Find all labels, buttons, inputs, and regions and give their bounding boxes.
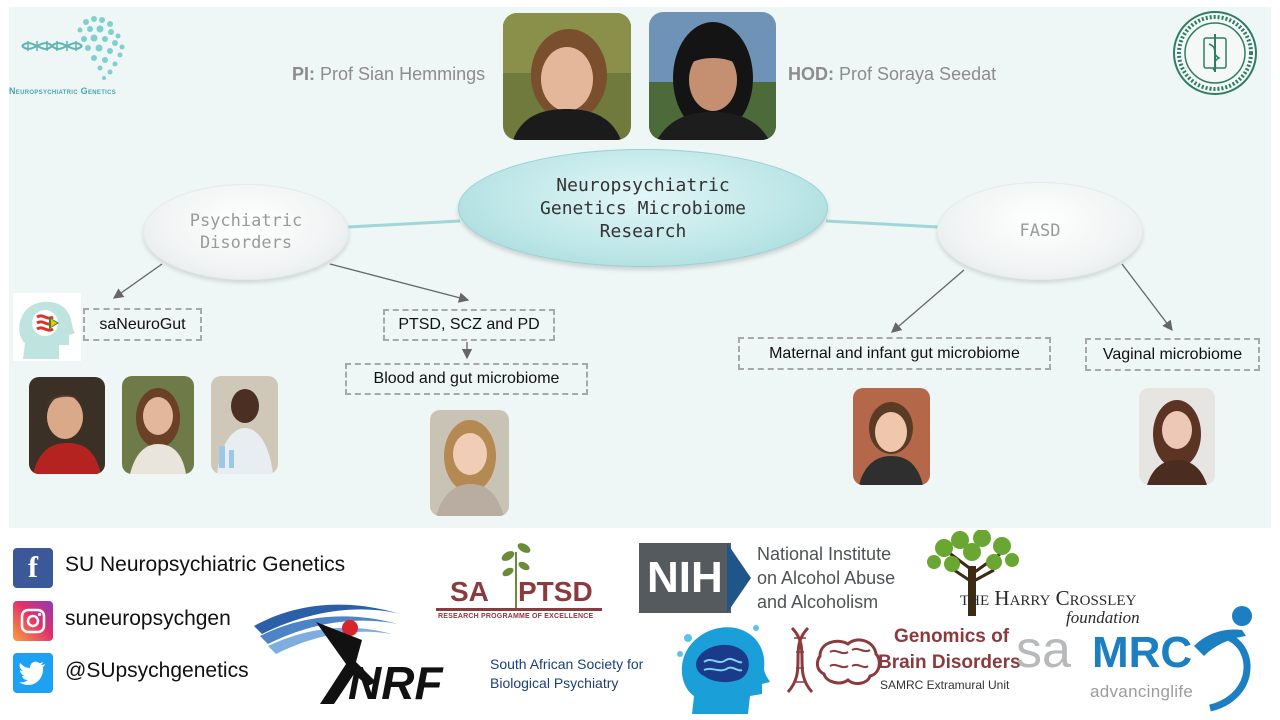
fasd-label: FASD xyxy=(1019,221,1061,241)
sasbp-brain-head-logo xyxy=(672,618,772,718)
gbd-line-3: SAMRC Extramural Unit xyxy=(880,678,1010,692)
sasbp-line-2: Biological Psychiatry xyxy=(490,675,619,691)
samrc-logo: sa MRC advancinglife xyxy=(1016,602,1266,712)
pi-prefix: PI: xyxy=(292,64,316,84)
ptsd-scz-pd-box: PTSD, SCZ and PD xyxy=(383,309,555,341)
pi-photo xyxy=(503,13,631,140)
samrc-figure-icon xyxy=(1194,606,1252,712)
samrc-sa: sa xyxy=(1016,621,1071,679)
seal-icon xyxy=(1173,11,1257,95)
nih-line-3: and Alcoholism xyxy=(757,592,879,612)
psychiatric-disorders-label: Psychiatric Disorders xyxy=(189,211,303,253)
nrf-logo: NRF xyxy=(250,586,460,712)
sa-ptsd-left: SA xyxy=(450,576,489,607)
twitter-link[interactable]: @SUpsychgenetics xyxy=(65,659,249,682)
center-node: Neuropsychiatric Genetics Microbiome Res… xyxy=(458,149,828,267)
hod-photo xyxy=(649,12,776,140)
arrow-to-saneurogut xyxy=(112,263,163,299)
twitter-icon[interactable] xyxy=(13,653,53,693)
dna-brain-icon xyxy=(786,626,881,694)
vaginal-microbiome-box: Vaginal microbiome xyxy=(1085,338,1260,371)
nrf-figure-icon xyxy=(254,604,400,704)
arrow-to-maternal xyxy=(891,269,965,333)
samrc-tagline: advancinglife xyxy=(1090,682,1194,701)
saneurogut-logo xyxy=(13,293,81,361)
hod-label: HOD: Prof Soraya Seedat xyxy=(788,64,996,85)
hod-prefix: HOD: xyxy=(788,64,834,84)
arrow-to-ptsd xyxy=(329,263,470,303)
nih-chevron-icon xyxy=(727,543,751,613)
team-photo-4 xyxy=(430,410,509,516)
neuropsychiatric-genetics-logo: Neuropsychiatric Genetics xyxy=(9,10,146,100)
connector-center-left xyxy=(347,219,461,229)
sa-ptsd-right: PTSD xyxy=(518,576,593,607)
nrf-text: NRF xyxy=(348,657,443,709)
pi-name: Prof Sian Hemmings xyxy=(320,64,486,84)
diagram-connectors xyxy=(112,219,1173,360)
gbd-line-1: Genomics of xyxy=(894,626,1010,647)
team-photo-1 xyxy=(29,377,105,474)
team-photo-6 xyxy=(1139,388,1215,485)
sa-ptsd-bar xyxy=(436,608,602,611)
nih-mark xyxy=(639,543,731,613)
tree-icon xyxy=(927,530,1019,616)
head-gut-icon xyxy=(19,301,75,359)
team-photo-5 xyxy=(853,388,930,485)
sa-ptsd-logo: SA PTSD RESEARCH PROGRAMME OF EXCELLENCE xyxy=(436,538,606,624)
sasbp-line-1: South African Society for xyxy=(490,656,644,672)
maternal-infant-microbiome-box: Maternal and infant gut microbiome xyxy=(738,337,1051,370)
sa-ptsd-subtitle: RESEARCH PROGRAMME OF EXCELLENCE xyxy=(438,613,594,620)
pi-label: PI: Prof Sian Hemmings xyxy=(292,64,485,85)
genomics-brain-disorders-logo: Genomics of Brain Disorders SAMRC Extram… xyxy=(786,622,1021,698)
crossley-line-1: the Harry Crossley xyxy=(960,586,1137,610)
team-photo-2 xyxy=(122,376,194,474)
instagram-link[interactable]: suneuropsychgen xyxy=(65,607,231,630)
nih-line-2: on Alcohol Abuse xyxy=(757,568,896,588)
gbd-line-2: Brain Disorders xyxy=(878,652,1021,673)
logo-caption: Neuropsychiatric Genetics xyxy=(9,86,117,96)
dna-head-icon xyxy=(21,16,125,80)
facebook-link[interactable]: SU Neuropsychiatric Genetics xyxy=(65,553,346,576)
crossley-line-2: foundation xyxy=(1066,608,1140,627)
hod-name: Prof Soraya Seedat xyxy=(839,64,997,84)
team-photo-3 xyxy=(211,376,278,474)
blood-gut-microbiome-box: Blood and gut microbiome xyxy=(345,363,588,395)
university-seal xyxy=(1172,10,1258,96)
nih-line-1: National Institute xyxy=(757,544,892,564)
fasd-node: FASD xyxy=(937,182,1143,280)
arrow-to-vaginal xyxy=(1121,263,1173,332)
instagram-icon[interactable] xyxy=(13,601,53,641)
center-node-label: Neuropsychiatric Genetics Microbiome Res… xyxy=(540,174,746,242)
brain-head-icon xyxy=(677,625,770,714)
nih-mark-text: NIH xyxy=(647,553,723,602)
psychiatric-disorders-node: Psychiatric Disorders xyxy=(143,184,349,280)
sapling-icon xyxy=(501,543,531,608)
facebook-icon[interactable]: f xyxy=(13,548,53,588)
connector-center-right xyxy=(825,219,939,229)
saneurogut-box: saNeuroGut xyxy=(83,308,202,341)
samrc-mrc: MRC xyxy=(1092,628,1193,677)
harry-crossley-logo: the Harry Crossley foundation xyxy=(924,530,1178,634)
nih-logo: NIH National Institute on Alcohol Abuse … xyxy=(639,541,914,619)
